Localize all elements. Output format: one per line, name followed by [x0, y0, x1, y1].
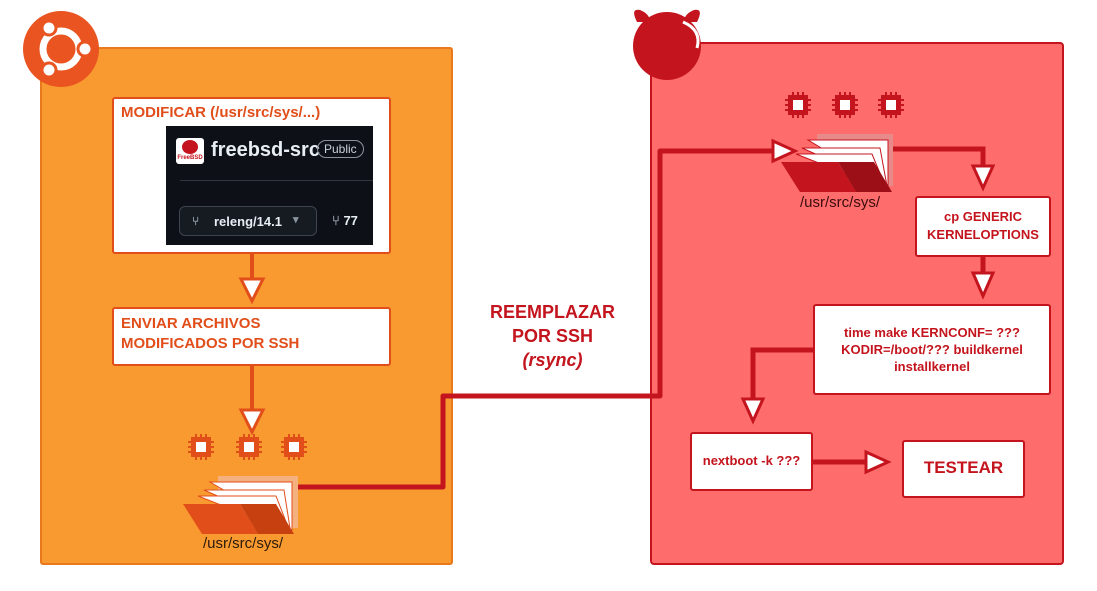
arrow-modify-to-send	[238, 277, 266, 305]
build-line3: installkernel	[894, 359, 970, 374]
folder-icon-right	[781, 134, 893, 192]
build-line2: KODIR=/boot/??? buildkernel	[841, 342, 1023, 357]
test-box	[902, 440, 1025, 498]
folder-path-left: /usr/src/sys/	[203, 535, 284, 552]
freebsd-logo-label: FreeBSD	[177, 155, 203, 161]
arrow-build-to-nextboot	[740, 397, 766, 425]
nextboot-box	[690, 432, 813, 491]
branch-count[interactable]: ⑂ 77	[332, 213, 358, 228]
test-text: TESTEAR	[923, 458, 1004, 477]
folder-icon-left	[183, 476, 298, 534]
arrow-nextboot-to-test	[864, 449, 892, 475]
branch-selector[interactable]: ⑂ releng/14.1 ▾	[179, 206, 317, 236]
cpu-icons-right	[785, 92, 904, 118]
arrow-folder-to-cp	[970, 164, 996, 192]
rsync-label-line2: POR SSH	[511, 326, 594, 346]
branch-count-value: 77	[343, 213, 358, 228]
rsync-label: REEMPLAZAR POR SSH (rsync)	[470, 300, 635, 372]
arrow-send-to-folder	[238, 408, 266, 436]
repo-name[interactable]: freebsd-src	[211, 139, 320, 161]
send-label-line2: MODIFICADOS POR SSH	[121, 335, 300, 352]
cp-box	[915, 196, 1051, 257]
build-text: time make KERNCONF= ??? KODIR=/boot/??? …	[813, 324, 1051, 375]
arrow-cp-to-build	[970, 271, 996, 300]
ubuntu-logo-icon	[23, 11, 99, 87]
divider	[180, 180, 373, 181]
cp-line2: KERNELOPTIONS	[927, 227, 1039, 242]
send-box	[112, 307, 391, 366]
nextboot-text: nextboot -k ???	[702, 453, 801, 468]
build-box	[813, 304, 1051, 395]
freebsd-repo-logo: FreeBSD	[176, 138, 204, 164]
cpu-icons-left	[188, 434, 307, 460]
chevron-down-icon: ▾	[293, 214, 299, 226]
modify-title: MODIFICAR (/usr/src/sys/...)	[121, 104, 321, 121]
branch-icon: ⑂	[192, 214, 200, 228]
rsync-arrow	[771, 138, 799, 164]
rsync-label-line3: (rsync)	[522, 350, 583, 370]
rsync-label-line1: REEMPLAZAR	[490, 302, 615, 322]
branches-icon: ⑂	[332, 213, 340, 228]
freebsd-logo-icon	[633, 9, 701, 80]
folder-path-right: /usr/src/sys/	[800, 194, 881, 211]
build-line1: time make KERNCONF= ???	[844, 325, 1020, 340]
send-label-line1: ENVIAR ARCHIVOS	[121, 315, 261, 332]
visibility-badge: Public	[317, 140, 364, 158]
cp-text: cp GENERIC KERNELOPTIONS	[915, 208, 1051, 244]
branch-name: releng/14.1	[214, 214, 282, 229]
rsync-connector	[298, 148, 780, 490]
cp-line1: cp GENERIC	[943, 209, 1022, 224]
